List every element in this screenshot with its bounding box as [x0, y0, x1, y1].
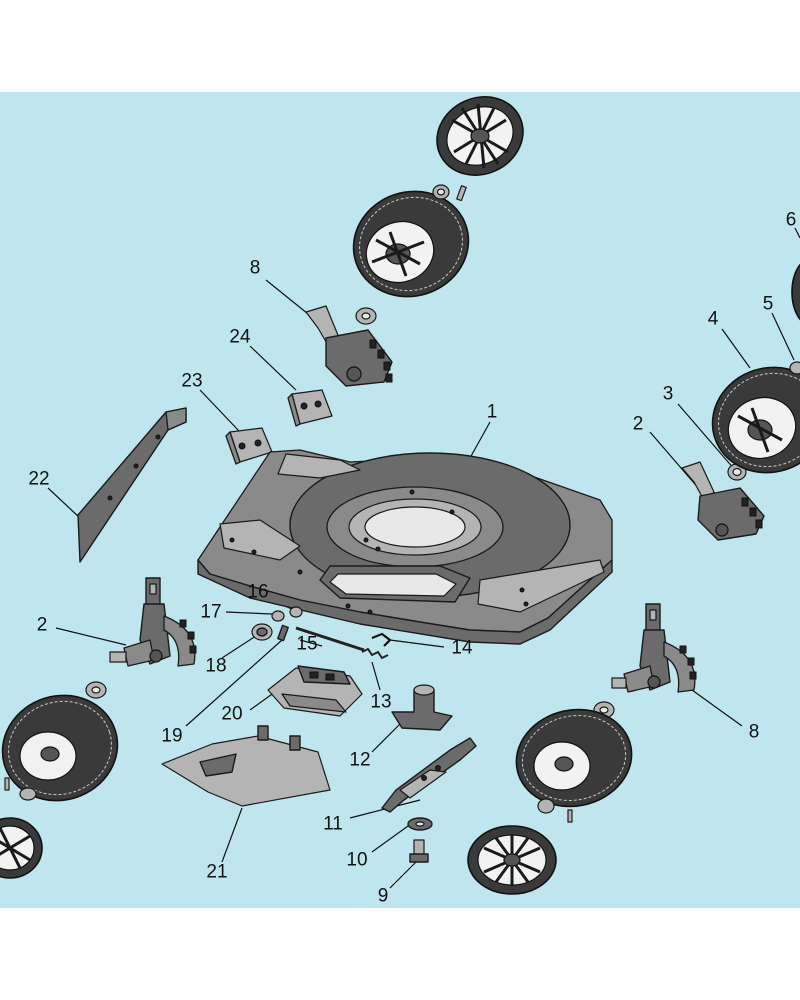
leader-14	[389, 639, 445, 648]
part-4-wheel-top	[352, 190, 470, 298]
label-part-12: 12	[349, 749, 371, 771]
part-17-nut	[271, 610, 285, 622]
wheel-left	[1, 694, 119, 802]
label-part-21: 21	[206, 861, 228, 883]
leader-22	[47, 487, 81, 519]
part-22-rear-flap	[77, 407, 187, 563]
part-4-wheel-right	[711, 366, 800, 474]
label-part-22: 22	[28, 468, 50, 490]
hubcap-right-bottom	[467, 825, 557, 895]
label-part-10: 10	[346, 849, 368, 871]
hubcap-top	[436, 96, 524, 176]
label-part-9: 9	[377, 885, 389, 907]
label-part-11: 11	[323, 813, 343, 835]
label-part-14: 14	[451, 637, 473, 659]
label-part-23: 23	[181, 370, 203, 392]
leader-8-right	[691, 689, 743, 727]
part-6-hubcap-right	[791, 263, 800, 321]
label-part-1: 1	[486, 401, 498, 423]
leader-21	[221, 807, 243, 863]
leader-6	[794, 227, 800, 239]
leader-23	[199, 389, 241, 433]
part-15-rod	[295, 626, 365, 652]
leader-15	[299, 639, 323, 647]
leader-12	[371, 721, 403, 753]
part-2-height-adjuster-left	[109, 577, 197, 667]
exploded-diagram-frame: 1 2 2 3 4 5 6 8 8 9 10 11 12 13 14 15 16…	[0, 92, 800, 908]
label-part-3: 3	[662, 383, 674, 405]
label-part-20: 20	[221, 703, 243, 725]
part-11-blade	[381, 737, 477, 813]
label-part-15: 15	[296, 633, 318, 655]
label-part-2-left: 2	[36, 614, 48, 636]
leader-20	[249, 691, 276, 711]
part-23-bracket	[225, 427, 273, 465]
part-3-washer-right	[727, 463, 747, 481]
washer-right-bottom	[537, 798, 573, 823]
label-part-5: 5	[762, 293, 774, 315]
washer-left	[85, 681, 107, 699]
label-part-13: 13	[370, 691, 392, 713]
part-1-mower-deck	[197, 449, 613, 645]
washer-top	[432, 184, 467, 202]
part-8-height-adjuster-top	[305, 305, 393, 387]
label-part-19: 19	[161, 725, 183, 747]
label-part-6: 6	[785, 209, 797, 231]
leader-2-right	[649, 431, 701, 491]
label-part-8-top: 8	[249, 257, 261, 279]
leader-5	[771, 312, 795, 361]
part-20-cover	[267, 665, 363, 717]
leader-13	[371, 661, 381, 691]
leader-10	[371, 825, 409, 853]
part-18-cap	[251, 623, 273, 641]
part-2-height-adjuster-right	[681, 461, 765, 541]
hubcap-left	[0, 817, 43, 879]
leader-lines	[47, 227, 800, 889]
leader-2-left	[55, 627, 127, 646]
part-24-bracket	[287, 389, 333, 427]
leader-24	[249, 345, 297, 391]
label-part-16: 16	[247, 581, 269, 603]
exploded-parts-svg	[0, 96, 800, 895]
part-8-height-adjuster-right	[611, 603, 697, 693]
washer-left-lower	[4, 777, 37, 801]
part-16-nut	[289, 606, 303, 618]
label-part-17: 17	[200, 601, 222, 623]
part-14-spring-rod	[371, 632, 392, 647]
part-10-washer	[407, 817, 433, 831]
leader-17	[225, 611, 273, 615]
part-9-bolt	[409, 839, 429, 863]
leader-4	[721, 328, 751, 369]
part-13-spring	[361, 647, 389, 660]
leader-3	[677, 403, 736, 471]
label-part-24: 24	[229, 326, 251, 348]
leader-19	[185, 639, 283, 727]
label-part-4: 4	[707, 308, 719, 330]
leader-9	[389, 861, 417, 889]
label-part-8-right: 8	[748, 721, 760, 743]
label-part-2-right: 2	[632, 413, 644, 435]
part-12-adapter	[391, 684, 453, 731]
label-part-18: 18	[205, 655, 227, 677]
part-21-mulch-plug	[161, 725, 331, 807]
wheel-right-lower	[515, 708, 633, 808]
part-19-screw	[277, 624, 289, 642]
part-5-washer-right	[789, 361, 800, 375]
